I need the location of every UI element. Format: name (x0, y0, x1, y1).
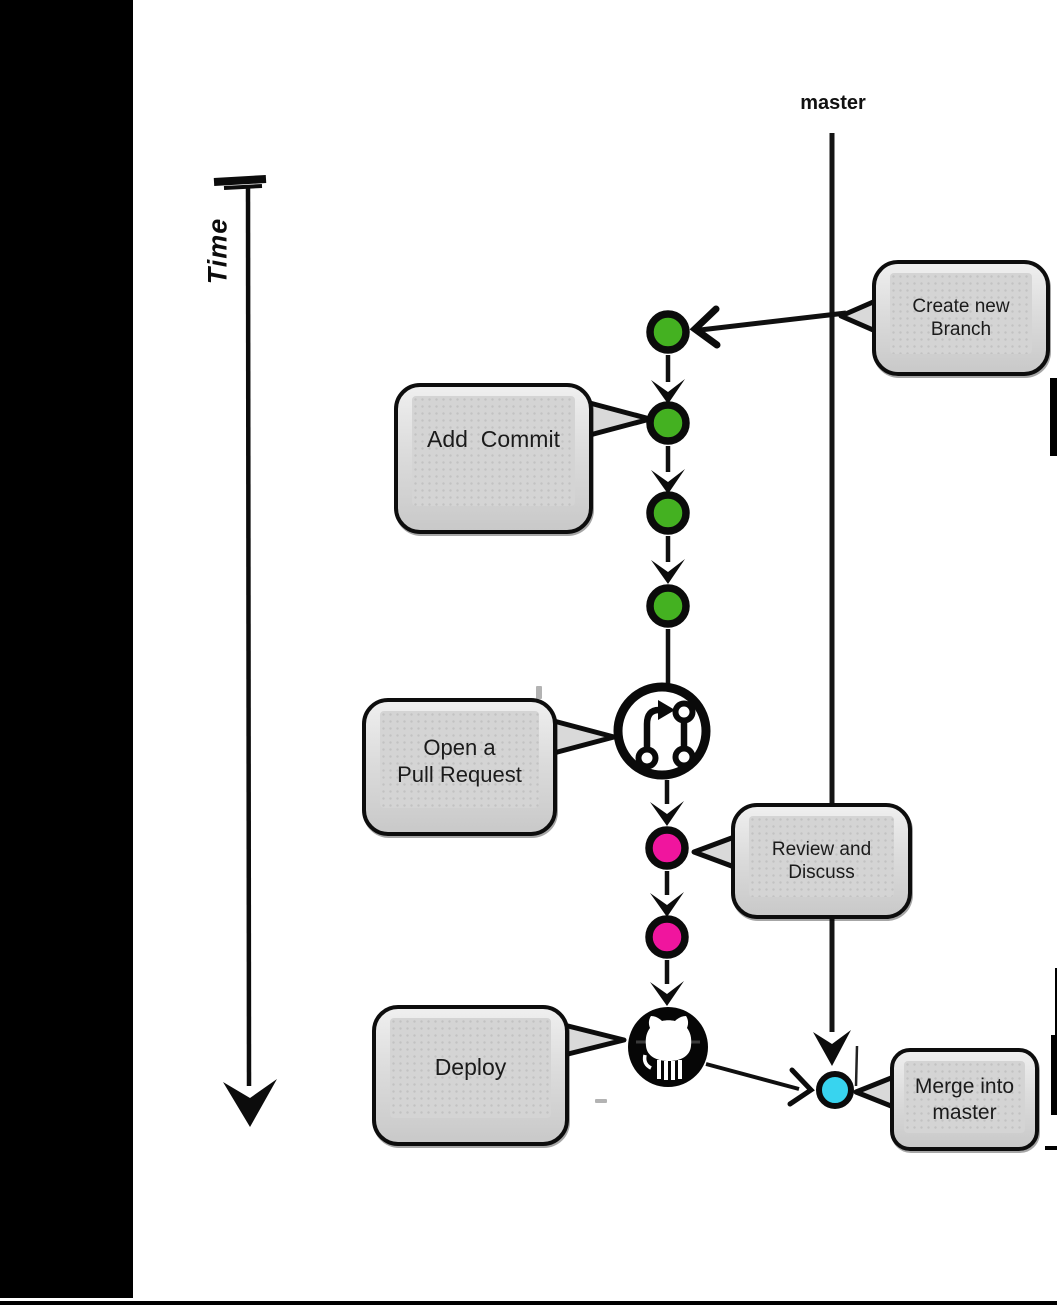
right-edge-mark-bottom (1051, 1035, 1057, 1115)
callout-inner-panel (904, 1061, 1025, 1133)
create-branch-arrow (689, 305, 847, 349)
deploy-tail (557, 1021, 627, 1059)
create-branch-arrowhead (689, 305, 721, 349)
bottom-black-bar (0, 1301, 1057, 1305)
github-octocat-icon (628, 1007, 708, 1087)
callout-review-and-discuss-text: Review and Discuss (771, 838, 872, 883)
time-arrowhead (223, 1079, 277, 1127)
time-axis-label: Time (202, 217, 233, 285)
merge-commit-node-cyan (816, 1071, 854, 1109)
branch-chain-connectors (664, 355, 671, 984)
callout-inner-panel (749, 816, 894, 897)
callout-add-commit: Add Commit (394, 383, 593, 534)
callout-merge-into-master-text: Merge into master (914, 1074, 1015, 1124)
branch-chain-arrowheads (650, 379, 685, 1006)
callout-add-commit-text: Add Commit (427, 426, 560, 453)
commit-node-green-1 (646, 310, 690, 354)
callout-deploy-text: Deploy (434, 1054, 507, 1081)
master-arrowhead (813, 1030, 851, 1066)
callout-inner-panel (380, 711, 539, 808)
commit-node-green-2 (646, 401, 690, 445)
callout-merge-into-master: Merge into master (890, 1048, 1039, 1151)
pull-request-icon (613, 682, 711, 780)
commit-node-pink-1 (645, 826, 689, 870)
callout-inner-panel (412, 396, 575, 506)
left-black-panel (0, 0, 133, 1298)
smudge-mark-bottom (595, 1099, 607, 1103)
merge-arrow (705, 1062, 815, 1107)
callout-create-new-branch: Create new Branch (872, 260, 1050, 376)
smudge-mark-top (536, 686, 542, 699)
master-branch-line (813, 133, 859, 1087)
time-axis-arrow (213, 175, 277, 1127)
callout-create-new-branch-text: Create new Branch (912, 295, 1010, 340)
commit-nodes (645, 310, 854, 1109)
commit-node-green-4 (646, 584, 690, 628)
right-edge-mark-top (1050, 378, 1057, 456)
callout-inner-panel (390, 1018, 551, 1118)
callout-open-pull-request-text: Open a Pull Request (397, 735, 522, 787)
right-edge-tick (1045, 1146, 1057, 1150)
callout-open-pull-request: Open a Pull Request (362, 698, 557, 836)
right-edge-line (1055, 968, 1057, 1035)
merge-arrowhead (787, 1067, 815, 1107)
commit-node-pink-2 (645, 915, 689, 959)
master-label: master (800, 92, 866, 114)
callout-review-and-discuss: Review and Discuss (731, 803, 912, 919)
add-commit-tail (583, 399, 653, 439)
callout-inner-panel (890, 273, 1032, 354)
open-pr-tail (547, 717, 617, 757)
callout-deploy: Deploy (372, 1005, 569, 1146)
callout-tails (547, 296, 899, 1111)
commit-node-green-3 (646, 491, 690, 535)
